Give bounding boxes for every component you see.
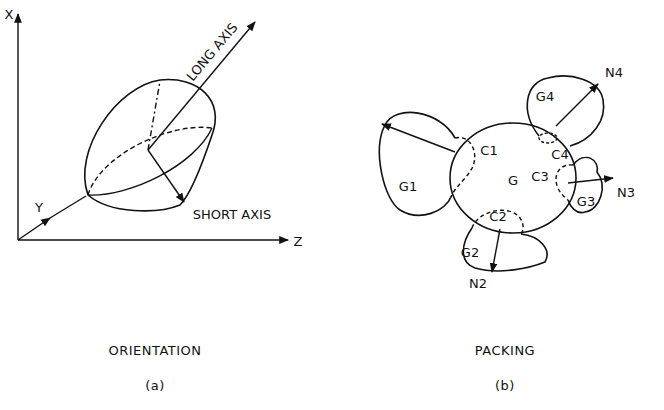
contact-zone xyxy=(539,133,557,143)
grain-neighbor: G2 xyxy=(450,215,555,277)
contact-zone xyxy=(472,210,523,234)
normal-arrow xyxy=(556,84,598,126)
contact-zone xyxy=(452,138,475,195)
axis-label: Y xyxy=(35,201,43,214)
x-axis xyxy=(17,14,18,240)
contact-label: C1 xyxy=(480,144,497,157)
axis-label: X xyxy=(5,8,14,21)
axis-name: SHORT AXIS xyxy=(193,208,271,221)
normal-arrow xyxy=(382,124,455,152)
normal-arrow xyxy=(568,178,613,183)
normal-arrow xyxy=(492,229,500,272)
grain-label: G1 xyxy=(399,180,417,193)
axis-label: Z xyxy=(294,235,303,248)
panel-title: ORIENTATION xyxy=(108,344,201,357)
long-axis-arrow xyxy=(148,22,255,150)
ellipsoid-section xyxy=(148,81,160,150)
y-axis xyxy=(50,196,86,218)
grain-neighbor: G1 xyxy=(374,100,460,225)
grain-label: G2 xyxy=(461,246,479,259)
panel-letter: (a) xyxy=(145,379,165,392)
grain-outline xyxy=(527,76,603,146)
grain-outline xyxy=(379,112,455,215)
normal-label: N4 xyxy=(605,66,623,79)
ellipsoid-equator xyxy=(88,128,212,195)
grain-outline xyxy=(374,100,460,225)
normal-label: N2 xyxy=(469,277,487,290)
contact-label: C3 xyxy=(531,170,548,183)
grain-label: G xyxy=(508,174,518,187)
panel-letter: (b) xyxy=(495,379,515,392)
ellipsoid-hidden-edge xyxy=(88,127,212,195)
contact-label: C2 xyxy=(489,210,506,223)
grain-outline xyxy=(518,68,613,158)
grain-label: G3 xyxy=(577,195,595,208)
y-axis xyxy=(18,218,50,240)
normal-label: N3 xyxy=(617,186,635,199)
grain-outline xyxy=(568,157,602,212)
contact-label: C4 xyxy=(551,148,568,161)
short-axis-arrow xyxy=(148,150,184,202)
grain-outline xyxy=(450,123,576,233)
grain-neighbor: G4 xyxy=(518,68,613,158)
z-axis xyxy=(18,239,288,240)
grain-label: G4 xyxy=(536,90,554,103)
panel-title: PACKING xyxy=(475,344,535,357)
grain-central: G xyxy=(445,118,581,238)
ellipsoid xyxy=(85,80,216,211)
